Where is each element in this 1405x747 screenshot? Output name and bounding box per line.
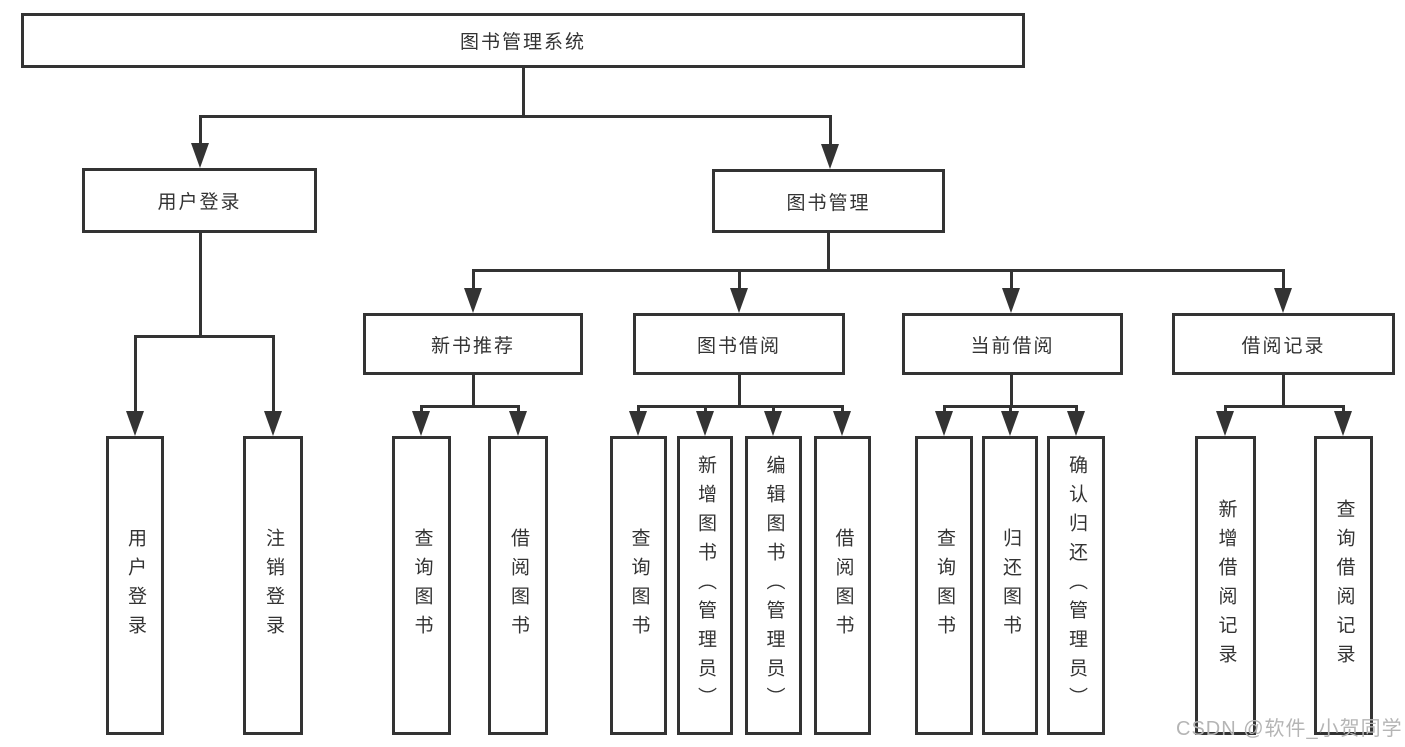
connector-line [1341,405,1345,414]
node-book-management-label: 图书管理 [786,192,871,214]
arrow-down-icon [509,411,527,436]
connector-line [703,405,707,414]
arrow-down-icon [412,411,430,436]
leaf-borrow-books-recommend-label: 借阅图书 [507,527,529,644]
arrow-down-icon [935,411,953,436]
arrow-down-icon [1334,411,1352,436]
arrow-down-icon [191,143,209,168]
connector-line [636,405,640,414]
leaf-query-books-borrow-label: 查询图书 [628,527,650,644]
arrow-down-icon [730,288,748,313]
csdn-watermark: CSDN @软件_小贺同学 [1176,718,1403,740]
leaf-query-books-borrow: 查询图书 [610,436,667,735]
node-user-login-label: 用户登录 [157,192,242,213]
connector-line [419,405,423,414]
arrow-down-icon [464,288,482,313]
leaf-add-book-admin: 新增图书（管理员） [677,436,733,735]
leaf-query-books-current-label: 查询图书 [933,527,955,644]
connector-line [1009,269,1013,291]
leaf-add-book-admin-label: 新增图书（管理员） [694,455,716,716]
connector-line [1074,405,1078,414]
leaf-return-book: 归还图书 [982,436,1038,735]
connector-line [1008,405,1012,414]
connector-line [942,405,946,414]
arrow-down-icon [821,144,839,169]
node-root-label: 图书管理系统 [459,32,586,53]
connector-line [471,375,475,407]
connector-line [198,115,202,146]
node-borrow-records: 借阅记录 [1172,313,1395,375]
leaf-query-borrow-record-label: 查询借阅记录 [1333,498,1355,673]
node-new-book-recommend: 新书推荐 [363,313,583,375]
leaf-user-login-label: 用户登录 [124,527,146,644]
connector-line [826,233,830,271]
node-book-borrow-label: 图书借阅 [696,335,781,357]
connector-line [1223,404,1345,408]
connector-line [198,114,832,118]
connector-line [737,269,741,291]
arrow-down-icon [629,411,647,436]
arrow-down-icon [1216,411,1234,436]
connector-line [471,269,475,291]
connector-line [198,233,202,337]
connector-line [521,68,525,116]
leaf-query-books-recommend: 查询图书 [392,436,451,735]
leaf-add-borrow-record-label: 新增借阅记录 [1215,498,1237,673]
leaf-query-borrow-record: 查询借阅记录 [1314,436,1373,735]
node-user-login: 用户登录 [82,168,317,233]
arrow-down-icon [126,411,144,436]
node-new-book-recommend-label: 新书推荐 [430,335,515,357]
leaf-return-book-label: 归还图书 [999,527,1021,644]
leaf-edit-book-admin: 编辑图书（管理员） [745,436,802,735]
arrow-down-icon [1001,411,1019,436]
leaf-confirm-return-admin: 确认归还（管理员） [1047,436,1105,735]
leaf-logout-label: 注销登录 [262,527,284,644]
node-root: 图书管理系统 [21,13,1025,68]
connector-line [771,405,775,414]
arrow-down-icon [833,411,851,436]
leaf-confirm-return-admin-label: 确认归还（管理员） [1065,455,1087,716]
node-book-borrow: 图书借阅 [633,313,845,375]
connector-line [828,115,832,146]
leaf-query-books-recommend-label: 查询图书 [411,527,433,644]
arrow-down-icon [764,411,782,436]
arrow-down-icon [1274,288,1292,313]
leaf-logout: 注销登录 [243,436,303,735]
arrow-down-icon [264,411,282,436]
node-book-management: 图书管理 [712,169,945,233]
connector-line [840,405,844,414]
connector-line [636,404,844,408]
arrow-down-icon [1002,288,1020,313]
connector-line [1281,375,1285,407]
connector-line [1009,375,1013,407]
connector-line [1223,405,1227,414]
leaf-edit-book-admin-label: 编辑图书（管理员） [763,455,785,716]
connector-line [419,404,520,408]
leaf-borrow-books-label: 借阅图书 [832,527,854,644]
leaf-query-books-current: 查询图书 [915,436,973,735]
leaf-user-login: 用户登录 [106,436,164,735]
connector-line [471,268,1285,272]
node-current-borrow-label: 当前借阅 [970,335,1055,357]
node-current-borrow: 当前借阅 [902,313,1123,375]
connector-line [1281,269,1285,291]
node-borrow-records-label: 借阅记录 [1241,335,1326,357]
leaf-add-borrow-record: 新增借阅记录 [1195,436,1256,735]
leaf-borrow-books: 借阅图书 [814,436,871,735]
connector-line [133,335,137,414]
arrow-down-icon [1067,411,1085,436]
connector-line [516,405,520,414]
arrow-down-icon [696,411,714,436]
leaf-borrow-books-recommend: 借阅图书 [488,436,548,735]
connector-line [942,404,1078,408]
connector-line [133,334,275,338]
connector-line [737,375,741,407]
connector-line [271,335,275,414]
